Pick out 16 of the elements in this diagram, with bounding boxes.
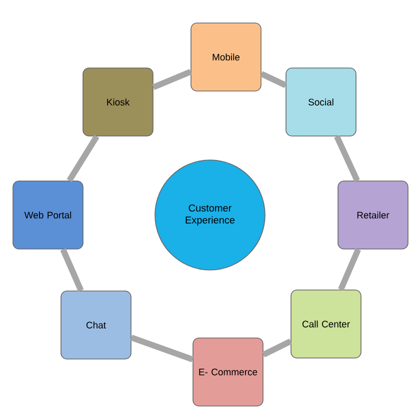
channel-box: Social (286, 68, 356, 136)
connector (60, 248, 84, 292)
channel-box: Chat (60, 290, 132, 360)
channel-box: E- Commerce (192, 338, 264, 406)
connector (152, 68, 192, 90)
connector (66, 134, 100, 182)
channel-box: Retailer (338, 180, 408, 250)
connector (260, 71, 287, 88)
channel-box: Call Center (290, 290, 362, 358)
connector (334, 135, 360, 182)
channel-box: Web Portal (12, 180, 84, 250)
connector (338, 248, 361, 291)
connector (130, 334, 194, 362)
channel-box: Mobile (190, 22, 262, 92)
connector (262, 338, 292, 358)
channel-box: Kiosk (82, 68, 154, 136)
